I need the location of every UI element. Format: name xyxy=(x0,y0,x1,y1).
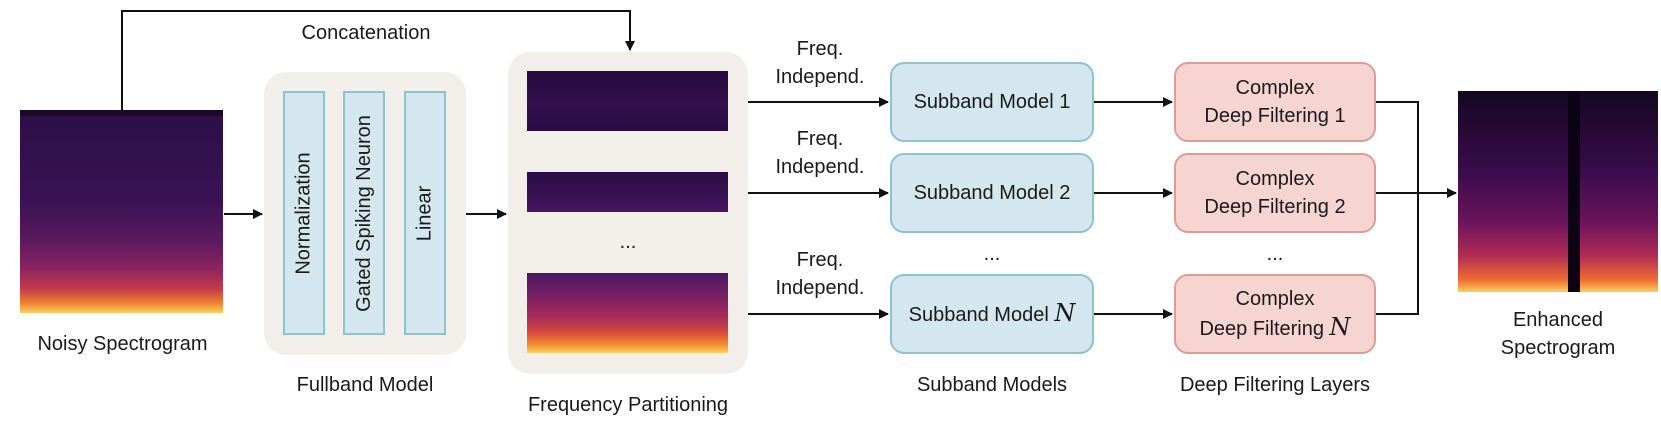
linear-layer: Linear xyxy=(404,91,446,335)
enhanced-spectrogram-label: Enhanced Spectrogram xyxy=(1458,306,1658,362)
concat-arrow xyxy=(121,10,635,110)
subband-ellipsis: ... xyxy=(983,243,1001,265)
independ-label: Independ. xyxy=(775,156,865,178)
deep-filtering-2-box: Complex Deep Filtering 2 xyxy=(1174,153,1376,233)
subband-model-2-label: Subband Model 2 xyxy=(913,182,1071,204)
independ-label: Independ. xyxy=(775,66,865,88)
freq-label: Freq. xyxy=(796,38,844,60)
freq-independ-label-N: Freq. Independ. xyxy=(760,246,880,302)
deep-filtering-N-line1: Complex xyxy=(1235,288,1315,310)
deep-filtering-2-line2: Deep Filtering 2 xyxy=(1204,196,1346,218)
filter-ellipsis: ... xyxy=(1266,243,1284,265)
subband-model-N-var: N xyxy=(1054,299,1076,327)
freq-independ-label-2: Freq. Independ. xyxy=(760,125,880,181)
noisy-spectrogram-image xyxy=(20,110,223,313)
partition-ellipsis: ... xyxy=(619,231,637,253)
deep-filtering-1-box: Complex Deep Filtering 1 xyxy=(1174,62,1376,142)
deep-filtering-1-line1: Complex xyxy=(1235,77,1315,99)
freq-label: Freq. xyxy=(796,249,844,271)
normalization-label: Normalization xyxy=(292,151,315,275)
partition-band-2-image xyxy=(527,172,728,212)
linear-label: Linear xyxy=(413,185,436,241)
subband-model-1-box: Subband Model 1 xyxy=(890,62,1094,142)
fullband-model-label: Fullband Model xyxy=(296,374,434,396)
deep-filtering-N-var: N xyxy=(1329,313,1351,341)
concatenation-label: Concatenation xyxy=(301,22,431,44)
filter1-merge-line xyxy=(1376,101,1419,193)
enhanced-label-line1: Enhanced xyxy=(1512,309,1604,331)
gated-spiking-neuron-label: Gated Spiking Neuron xyxy=(352,114,375,312)
partition-band-N-image xyxy=(527,273,728,353)
partition-band-1-image xyxy=(527,71,728,131)
subband-model-2-box: Subband Model 2 xyxy=(890,153,1094,233)
gated-spiking-neuron-layer: Gated Spiking Neuron xyxy=(343,91,385,335)
noisy-spectrogram-label: Noisy Spectrogram xyxy=(37,333,208,355)
enhanced-label-line2: Spectrogram xyxy=(1500,337,1616,359)
subband-model-N-label: Subband Model xyxy=(908,304,1055,326)
subband-models-label: Subband Models xyxy=(916,374,1068,396)
freq-independ-label-1: Freq. Independ. xyxy=(760,35,880,91)
normalization-layer: Normalization xyxy=(283,91,325,335)
enhanced-spectrogram-image xyxy=(1458,91,1658,292)
frequency-partitioning-label: Frequency Partitioning xyxy=(527,394,729,416)
deep-filtering-N-box: Complex Deep Filtering N xyxy=(1174,274,1376,354)
deep-filtering-layers-label: Deep Filtering Layers xyxy=(1179,374,1371,396)
filterN-merge-line xyxy=(1376,193,1419,315)
independ-label: Independ. xyxy=(775,277,865,299)
subband-model-N-box: Subband Model N xyxy=(890,274,1094,354)
freq-label: Freq. xyxy=(796,128,844,150)
deep-filtering-1-line2: Deep Filtering 1 xyxy=(1204,105,1346,127)
deep-filtering-N-line2: Deep Filtering xyxy=(1199,318,1330,340)
subband-model-1-label: Subband Model 1 xyxy=(913,91,1071,113)
deep-filtering-2-line1: Complex xyxy=(1235,168,1315,190)
